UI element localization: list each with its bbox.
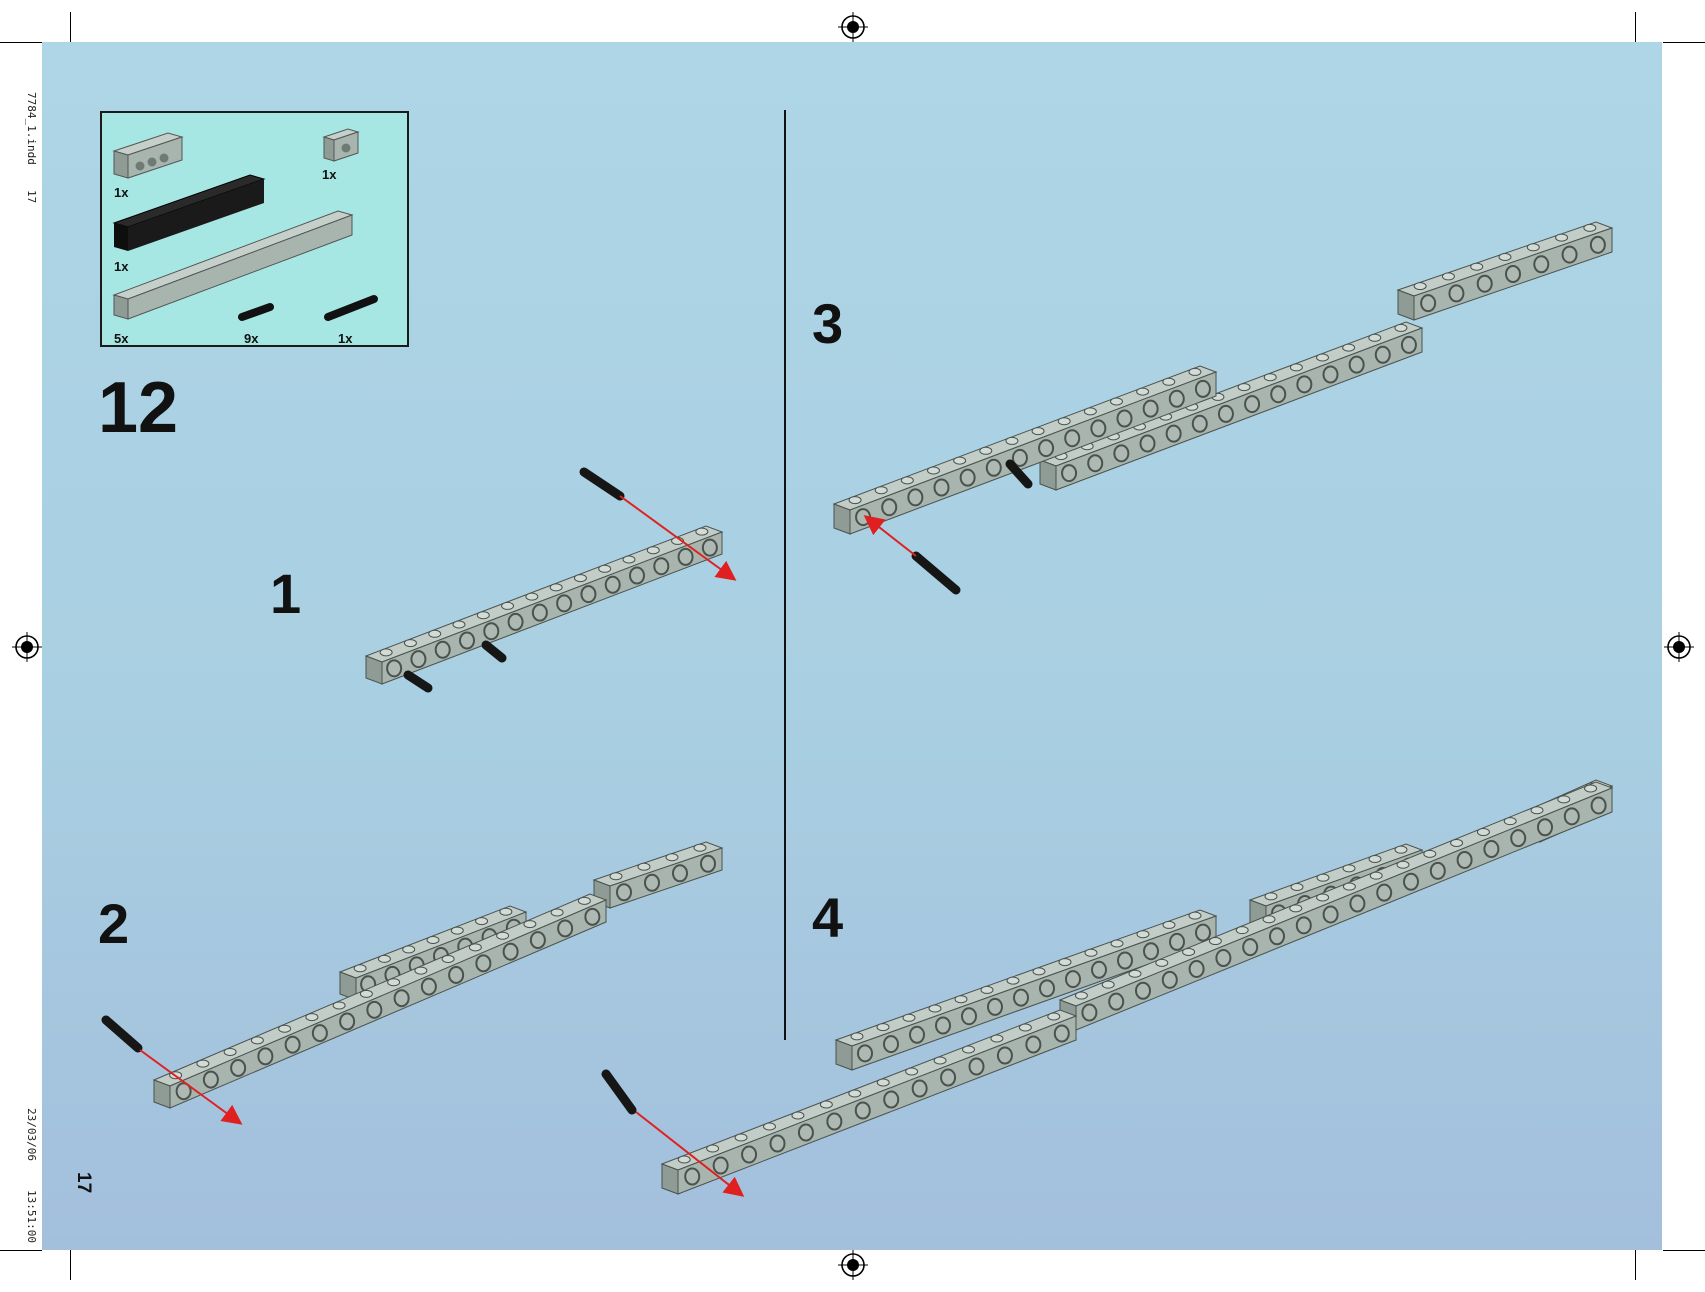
grey-brick-1x4-icon: [112, 132, 184, 179]
step1-beam: [364, 525, 724, 685]
crop-mark: [70, 12, 71, 42]
parts-qty: 1x: [114, 185, 129, 200]
step3-top-beam: [1396, 221, 1614, 321]
grey-brick-1x16-icon: [112, 210, 354, 320]
crop-mark: [1663, 1250, 1705, 1251]
black-brick-1x16-icon: [112, 174, 266, 251]
step4-beam: [660, 1009, 1078, 1195]
substep-number: 1: [270, 562, 302, 625]
step2-block: [592, 841, 724, 909]
page-number: 17: [73, 1172, 94, 1194]
pin-icon: [911, 551, 961, 595]
registration-mark-icon: [1664, 632, 1694, 662]
pin-icon: [403, 670, 433, 693]
black-long-pin-icon: [324, 295, 378, 321]
pin-icon: [579, 467, 625, 501]
registration-mark-icon: [838, 12, 868, 42]
registration-mark-icon: [838, 1250, 868, 1280]
crop-mark: [1635, 1250, 1636, 1280]
crop-mark: [1663, 42, 1705, 43]
insert-arrow-icon: [635, 1111, 745, 1197]
step2-beam: [152, 893, 608, 1109]
parts-qty: 1x: [322, 167, 337, 182]
substep-number: 4: [812, 886, 844, 949]
step4-mid-beam: [834, 909, 1218, 1071]
insert-arrow-icon: [139, 1049, 243, 1125]
parts-list-box: 1x 1x 1x 5x 9x 1x: [100, 111, 409, 347]
crop-mark: [0, 42, 42, 43]
crop-mark: [0, 1250, 42, 1251]
grey-brick-1x2-icon: [322, 128, 360, 162]
parts-qty: 9x: [244, 331, 259, 346]
slug-time: 13:51:00: [25, 1190, 38, 1243]
slug-file: 7784_1.indd: [25, 92, 38, 165]
slug-date: 23/03/06: [25, 1108, 38, 1161]
parts-qty: 5x: [114, 331, 129, 346]
main-step-number: 12: [98, 368, 179, 448]
parts-illustrations: [112, 128, 378, 321]
slug-page: 17: [25, 190, 38, 204]
step3-beam: [832, 365, 1218, 535]
column-divider: [784, 110, 786, 1040]
pin-icon: [1005, 459, 1033, 489]
substep-number: 2: [98, 892, 130, 955]
pin-icon: [101, 1015, 143, 1053]
pin-icon: [601, 1069, 637, 1115]
parts-qty: 1x: [338, 331, 353, 346]
insert-arrow-icon: [619, 495, 737, 581]
black-friction-pin-icon: [238, 303, 274, 321]
insert-arrow-icon: [863, 515, 917, 557]
parts-qty: 1x: [114, 259, 129, 274]
pin-icon: [481, 640, 507, 663]
registration-mark-icon: [12, 632, 42, 662]
crop-mark: [1635, 12, 1636, 42]
crop-mark: [70, 1250, 71, 1280]
step4-long-beam: [1058, 781, 1614, 1031]
substep-number: 3: [812, 292, 844, 355]
